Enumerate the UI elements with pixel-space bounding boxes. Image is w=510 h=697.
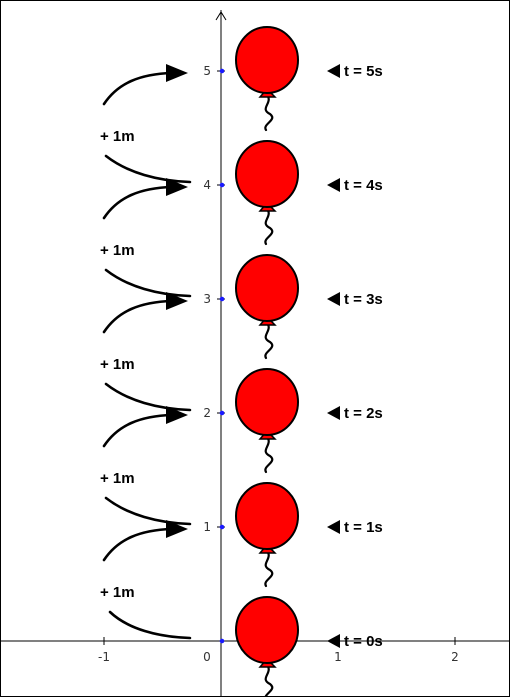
- step-label: + 1m: [100, 128, 135, 145]
- balloon-string: [263, 91, 274, 132]
- position-point: [219, 182, 225, 188]
- time-pointer-icon: [327, 634, 340, 648]
- y-tick-label: 4: [203, 178, 211, 192]
- arrowhead-icon: [166, 178, 188, 196]
- step-arrow-curve: [102, 185, 174, 220]
- balloon-group: t = 4s: [219, 140, 383, 246]
- balloon-string: [263, 433, 274, 474]
- y-tick-label: 5: [203, 64, 211, 78]
- position-point: [219, 638, 225, 644]
- balloon-string: [263, 205, 274, 246]
- balloons: t = 0s t = 1s t = 2s t = 3s t = 4s t = 5s: [219, 26, 383, 697]
- step-label: + 1m: [100, 242, 135, 259]
- y-tick-label: 1: [203, 520, 211, 534]
- position-point: [219, 296, 225, 302]
- balloon-group: t = 5s: [219, 26, 383, 132]
- balloon-icon: [235, 140, 299, 208]
- time-pointer-icon: [327, 520, 340, 534]
- time-label: t = 0s: [344, 633, 383, 650]
- time-label: t = 5s: [344, 63, 383, 80]
- step-arrows: + 1m + 1m + 1m + 1m + 1m: [100, 64, 192, 640]
- balloon-string: [263, 319, 274, 360]
- position-point: [219, 524, 225, 530]
- step-tail-curve: [108, 610, 192, 640]
- balloon-group: t = 1s: [219, 482, 383, 588]
- step-arrow-curve: [102, 413, 174, 448]
- arrowhead-icon: [166, 520, 188, 538]
- y-tick-label: 2: [203, 406, 211, 420]
- balloon-group: t = 2s: [219, 368, 383, 474]
- step-label: + 1m: [100, 584, 135, 601]
- x-tick-label: -1: [98, 650, 110, 664]
- balloon-icon: [235, 482, 299, 550]
- step-tail-curve: [104, 496, 192, 526]
- time-label: t = 3s: [344, 291, 383, 308]
- x-tick-label: 1: [334, 650, 342, 664]
- time-label: t = 2s: [344, 405, 383, 422]
- balloon-group: t = 0s: [219, 596, 383, 697]
- time-label: t = 1s: [344, 519, 383, 536]
- arrowhead-icon: [166, 406, 188, 424]
- step-tail-curve: [104, 268, 192, 298]
- position-point: [219, 410, 225, 416]
- y-axis-arrow-icon: [215, 11, 227, 21]
- step-tail-curve: [104, 154, 192, 184]
- step-arrow-curve: [102, 71, 174, 106]
- arrowhead-icon: [166, 64, 188, 82]
- time-pointer-icon: [327, 406, 340, 420]
- balloon-icon: [235, 26, 299, 94]
- step-label: + 1m: [100, 470, 135, 487]
- time-pointer-icon: [327, 64, 340, 78]
- balloon-group: t = 3s: [219, 254, 383, 360]
- balloon-icon: [235, 254, 299, 322]
- step-arrow-curve: [102, 299, 174, 334]
- balloon-string: [263, 547, 274, 588]
- time-pointer-icon: [327, 178, 340, 192]
- time-label: t = 4s: [344, 177, 383, 194]
- y-tick-label: 3: [203, 292, 211, 306]
- position-point: [219, 68, 225, 74]
- step-arrow-curve: [102, 527, 174, 562]
- step-tail-curve: [104, 382, 192, 412]
- step-label: + 1m: [100, 356, 135, 373]
- balloon-icon: [235, 368, 299, 436]
- time-pointer-icon: [327, 292, 340, 306]
- arrowhead-icon: [166, 292, 188, 310]
- balloon-icon: [235, 596, 299, 664]
- x-tick-label: 0: [203, 650, 211, 664]
- balloon-string: [263, 661, 274, 697]
- x-tick-label: 2: [451, 650, 459, 664]
